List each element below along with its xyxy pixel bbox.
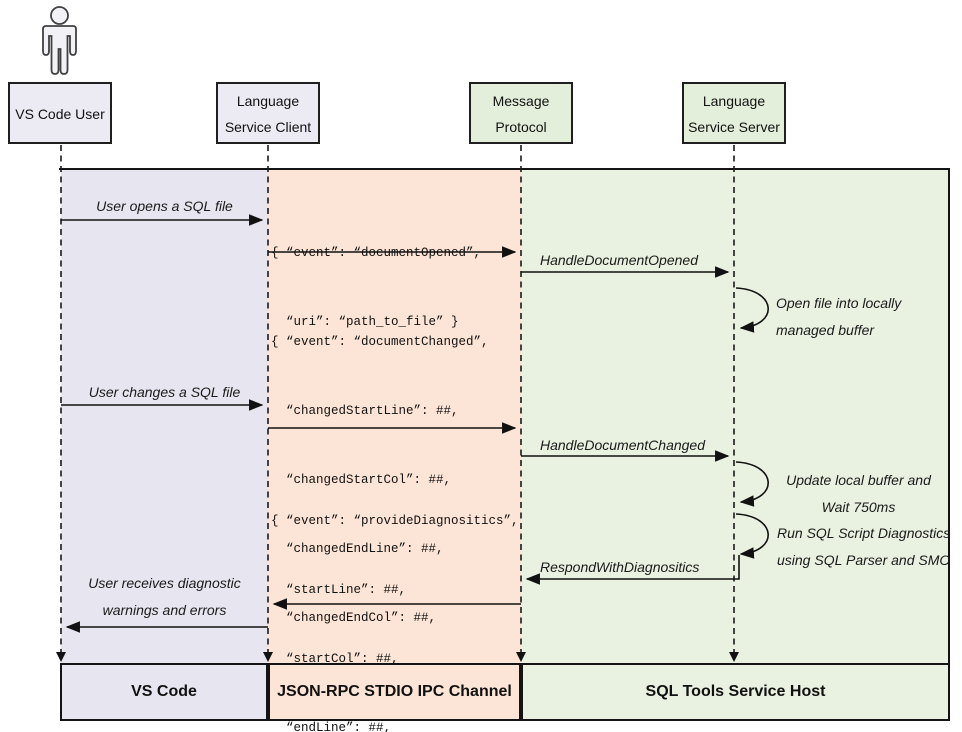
code-line: “startCol”: ##, xyxy=(271,652,399,666)
vscode-lane xyxy=(61,170,268,663)
system-box-ipc-channel: JSON-RPC STDIO IPC Channel xyxy=(268,663,521,721)
actor-label: Language xyxy=(236,93,300,109)
label-run-diagnostics-note-line1: Run SQL Script Diagnostics xyxy=(777,525,951,541)
actor-label: Service Server xyxy=(688,119,780,135)
code-document-opened: { “event”: “documentOpened”, “uri”: “pat… xyxy=(271,196,481,380)
code-line: “uri”: “path_to_file” } xyxy=(271,315,459,329)
code-document-changed: { “event”: “documentChanged”, “changedSt… xyxy=(271,285,511,732)
actor-box-language-service-client: Language Service Client xyxy=(216,82,320,144)
label-run-diagnostics-note-line2: using SQL Parser and SMO xyxy=(777,552,951,568)
actor-label: Service Client xyxy=(224,119,312,135)
actor-label: VS Code User xyxy=(15,106,105,122)
system-box-label: SQL Tools Service Host xyxy=(645,683,826,700)
label-update-buffer-note-line1: Update local buffer and xyxy=(786,472,931,488)
actor-box-vscode-user: VS Code User xyxy=(8,82,112,144)
code-line: “changedStartLine”: ##, xyxy=(271,404,459,418)
system-box-label: VS Code xyxy=(131,683,197,700)
service-host-lane xyxy=(521,170,950,663)
label-user-receives-line1: User receives diagnostic xyxy=(88,575,241,591)
label-respond-with-diagnostics: RespondWithDiagnositics xyxy=(540,559,700,575)
code-line: “startLine”: ##, xyxy=(271,583,407,597)
actor-box-language-service-server: Language Service Server xyxy=(682,82,786,144)
user-person-icon xyxy=(42,6,77,75)
actor-label: Language xyxy=(702,93,766,109)
label-user-receives-line2: warnings and errors xyxy=(102,602,227,618)
code-line: { “event”: “provideDiagnositics”, xyxy=(271,514,519,528)
label-run-diagnostics-note: Run SQL Script Diagnostics using SQL Par… xyxy=(777,520,950,574)
label-update-buffer-note: Update local buffer and Wait 750ms xyxy=(776,467,941,521)
label-open-file-note-line1: Open file into locally xyxy=(776,295,902,311)
label-open-file-note-line2: managed buffer xyxy=(776,322,875,338)
label-user-opens: User opens a SQL file xyxy=(96,198,233,214)
actor-label: Protocol xyxy=(495,119,547,135)
label-update-buffer-note-line2: Wait 750ms xyxy=(821,499,896,515)
system-box-service-host: SQL Tools Service Host xyxy=(521,663,950,721)
code-line: “changedEndLine”: ##, xyxy=(271,542,444,556)
code-line: { “event”: “documentOpened”, xyxy=(271,246,482,260)
label-user-receives: User receives diagnostic warnings and er… xyxy=(61,570,268,624)
label-open-file-note: Open file into locally managed buffer xyxy=(776,290,901,344)
label-handle-document-opened: HandleDocumentOpened xyxy=(540,252,698,268)
code-line: “changedEndCol”: ##, xyxy=(271,611,437,625)
label-handle-document-changed: HandleDocumentChanged xyxy=(540,437,705,453)
actor-label: Message xyxy=(492,93,550,109)
label-user-changes: User changes a SQL file xyxy=(88,384,241,400)
system-box-vscode: VS Code xyxy=(60,663,268,721)
code-provide-diagnostics: { “event”: “provideDiagnositics”, “start… xyxy=(271,464,519,732)
code-line: “changedStartCol”: ##, xyxy=(271,473,452,487)
code-line: “endLine”: ##, xyxy=(271,721,392,732)
code-line: { “event”: “documentChanged”, xyxy=(271,335,489,349)
system-box-label: JSON-RPC STDIO IPC Channel xyxy=(277,683,512,700)
actor-box-message-protocol: Message Protocol xyxy=(469,82,573,144)
